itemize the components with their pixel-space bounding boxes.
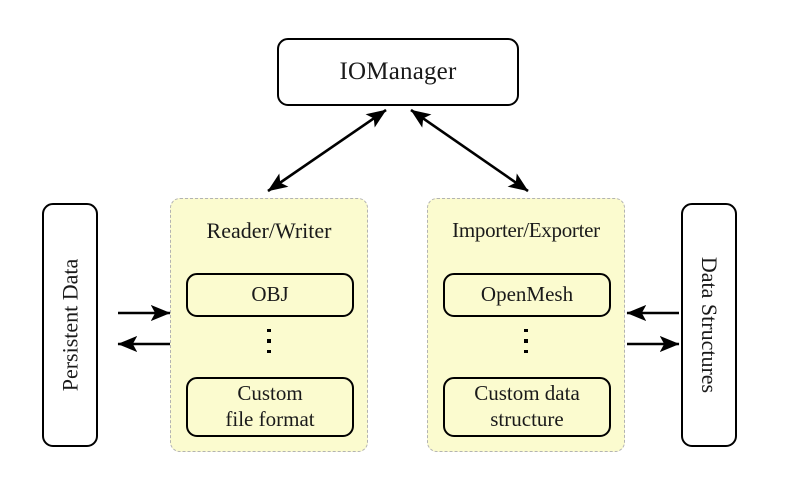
group-importer-exporter-title: Importer/Exporter xyxy=(452,218,600,242)
group-reader-writer: Reader/Writer OBJ Custom file format xyxy=(170,198,368,452)
node-data-structures[interactable]: Data Structures xyxy=(681,203,737,447)
item-custom-data-structure-label-line1: Custom data xyxy=(474,381,580,406)
item-custom-file-format[interactable]: Custom file format xyxy=(186,377,354,437)
item-custom-data-structure-label-line2: structure xyxy=(490,407,564,431)
item-obj[interactable]: OBJ xyxy=(186,273,354,317)
ellipsis-icon xyxy=(428,329,624,354)
arrow-iomanager-importer-exporter xyxy=(410,108,529,193)
node-data-structures-label: Data Structures xyxy=(696,256,722,394)
node-iomanager-label: IOManager xyxy=(339,58,457,86)
item-openmesh[interactable]: OpenMesh xyxy=(443,273,611,317)
node-persistent-data[interactable]: Persistent Data xyxy=(42,203,98,447)
item-custom-data-structure[interactable]: Custom data structure xyxy=(443,377,611,437)
item-custom-file-format-label-line1: Custom xyxy=(237,381,303,406)
ellipsis-icon xyxy=(171,329,367,354)
item-obj-label: OBJ xyxy=(251,282,289,307)
node-iomanager[interactable]: IOManager xyxy=(277,38,519,106)
node-persistent-data-label: Persistent Data xyxy=(57,258,83,392)
group-reader-writer-title: Reader/Writer xyxy=(206,218,332,243)
group-importer-exporter: Importer/Exporter OpenMesh Custom data s… xyxy=(427,198,625,452)
item-openmesh-label: OpenMesh xyxy=(480,282,574,307)
arrow-iomanager-reader-writer xyxy=(267,108,387,193)
item-custom-file-format-label-line2: file format xyxy=(225,407,315,431)
